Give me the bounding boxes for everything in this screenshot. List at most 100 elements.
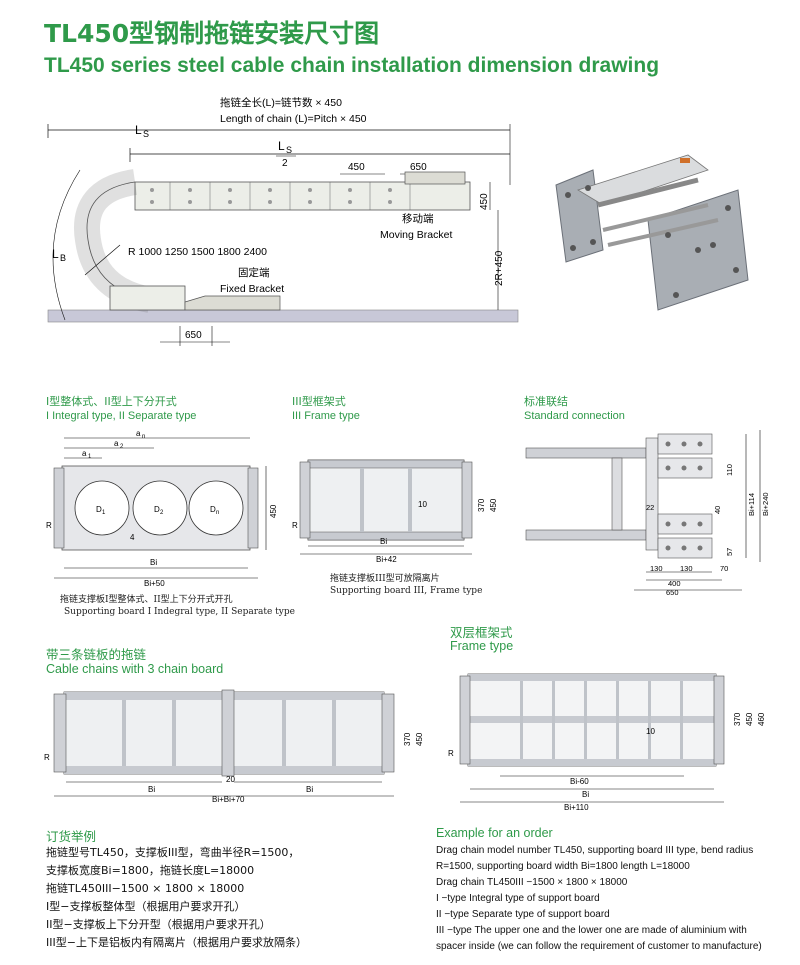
moving-bracket-cn: 移动端 — [402, 212, 434, 225]
dim-4: 4 — [130, 533, 135, 542]
dim-450: 450 — [745, 712, 754, 726]
dim-450-top: 450 — [348, 162, 365, 173]
hole-dn — [188, 480, 244, 536]
dim-370: 370 — [403, 732, 412, 746]
chain-lower-run — [109, 285, 186, 311]
dim-450: 450 — [269, 504, 278, 518]
order-en-line: Drag chain TL450III −1500 × 1800 × 18000 — [436, 877, 628, 888]
hole-d1 — [74, 480, 130, 536]
dim-10: 10 — [418, 500, 427, 509]
label-r: R — [448, 749, 454, 758]
dim-450: 450 — [489, 498, 498, 512]
moving-bracket-en: Moving Bracket — [380, 229, 452, 241]
dim-650: 650 — [666, 588, 679, 597]
label-d2-sub: 2 — [160, 510, 164, 516]
dim-bi-240: Bi+240 — [761, 492, 770, 516]
moving-bracket — [404, 171, 466, 185]
double-frame-drawing: 10 R 370 450 460 Bi-60 Bi Bi+110 — [448, 673, 766, 812]
type3-drawing: 10 R 370 450 Bi Bi+42 — [292, 459, 498, 564]
dim-bi: Bi — [150, 558, 157, 567]
fixed-bracket-en: Fixed Bracket — [220, 283, 284, 295]
dim-bi-left: Bi — [148, 785, 155, 794]
page-title-en: TL450 series steel cable chain installat… — [44, 54, 660, 77]
standard-title-en: Standard connection — [524, 410, 625, 422]
dim-20: 20 — [226, 775, 235, 784]
length-label-en: Length of chain (L)=Pitch × 450 — [220, 113, 367, 125]
dim-bi-114: Bi+114 — [747, 493, 756, 516]
order-en-line: Drag chain model number TL450, supportin… — [436, 845, 754, 856]
label-d1-sub: 1 — [102, 510, 106, 516]
dim-370: 370 — [477, 498, 486, 512]
dim-a2: a — [114, 439, 119, 448]
type1-title-en: I Integral type, II Separate type — [46, 410, 197, 422]
label-d2: D — [154, 505, 160, 514]
dim-a1-sub: 1 — [88, 454, 92, 460]
dim-bi: Bi — [582, 790, 589, 799]
ls-half-label: L — [278, 139, 285, 153]
label-dn: D — [210, 505, 216, 514]
fixed-bracket-cn: 固定端 — [238, 266, 270, 279]
dim-130-right: 130 — [680, 564, 693, 573]
order-en-block: Drag chain model number TL450, supportin… — [436, 843, 792, 955]
order-en-title: Example for an order — [436, 826, 553, 840]
dim-57: 57 — [725, 548, 734, 556]
dim-450: 450 — [415, 732, 424, 746]
double-frame-title-en: Frame type — [450, 639, 514, 653]
order-cn-block: 拖链型号TL450，支撑板III型，弯曲半径R=1500， 支撑板宽度Bi=18… — [46, 844, 307, 952]
type3-title-en: III Frame type — [292, 410, 360, 422]
type1-caption-en: Supporting board I Indegral type, II Sep… — [64, 607, 295, 617]
three-board-drawing: R 370 450 Bi 20 Bi Bi+Bi+70 — [44, 689, 424, 804]
dim-bi: Bi — [380, 537, 387, 546]
dim-bi-42: Bi+42 — [376, 555, 397, 564]
dim-bi-bi-70: Bi+Bi+70 — [212, 795, 245, 804]
order-cn-line: II型−支撑板上下分开型（根据用户要求开孔） — [46, 918, 271, 931]
dim-bi-50: Bi+50 — [144, 579, 165, 588]
order-cn-line: 支撑板宽度Bi=1800，拖链长度L=18000 — [46, 864, 255, 877]
type1-caption-cn: 拖链支撑板I型整体式、II型上下分开式开孔 — [60, 595, 233, 605]
dim-2r-450: 2R+450 — [494, 250, 505, 286]
dim-650-top: 650 — [410, 162, 427, 173]
dim-bi-110: Bi+110 — [564, 803, 589, 812]
dim-130-left: 130 — [650, 564, 663, 573]
ls-half-sub: S — [286, 145, 292, 155]
length-label-cn: 拖链全长(L)=链节数 × 450 — [220, 96, 342, 109]
type3-caption-en: Supporting board III, Frame type — [330, 586, 483, 596]
dim-an-sub: n — [142, 434, 145, 440]
dim-a2-sub: 2 — [120, 444, 124, 450]
frame-board-type3 — [307, 459, 465, 541]
type3-title-cn: III型框架式 — [292, 395, 346, 408]
page-title-cn: TL450型钢制拖链安装尺寸图 — [44, 19, 380, 48]
label-r: R — [46, 521, 52, 530]
order-en-line: R=1500, supporting board width Bi=1800 l… — [436, 861, 690, 872]
three-board-title-cn: 带三条链板的拖链 — [46, 647, 147, 662]
order-cn-line: 拖链型号TL450，支撑板III型，弯曲半径R=1500， — [46, 846, 300, 859]
dim-110: 110 — [725, 464, 734, 476]
dim-bi-60: Bi-60 — [570, 777, 589, 786]
radius-values: R 1000 1250 1500 1800 2400 — [128, 246, 267, 258]
dim-bi-right: Bi — [306, 785, 313, 794]
lb-label: L — [52, 247, 59, 261]
standard-connection-drawing: 110 22 40 57 Bi+114 Bi+240 130 130 70 40… — [525, 430, 770, 597]
hole-d2 — [132, 480, 188, 536]
type1-drawing: a n a 2 a 1 D 1 D 2 D n 4 R 450 Bi Bi+50 — [46, 429, 278, 588]
dim-460: 460 — [757, 712, 766, 726]
dim-450-side: 450 — [479, 193, 490, 210]
dim-22: 22 — [646, 503, 654, 512]
three-board-title-en: Cable chains with 3 chain board — [46, 662, 224, 676]
dim-400: 400 — [668, 579, 681, 588]
ls-half-den: 2 — [282, 158, 288, 169]
dim-10: 10 — [646, 727, 655, 736]
label-d1: D — [96, 505, 102, 514]
order-en-line: spacer inside (we can follow the require… — [436, 941, 762, 952]
type3-caption-cn: 拖链支撑板III型可放隔离片 — [330, 574, 440, 584]
dim-650-bottom: 650 — [185, 330, 202, 341]
double-frame-title-cn: 双层框架式 — [450, 625, 513, 640]
order-cn-line: III型−上下是铝板内有隔离片（根据用户要求放隔条） — [46, 936, 307, 949]
installation-drawing: 拖链全长(L)=链节数 × 450 Length of chain (L)=Pi… — [47, 96, 519, 346]
ls-label: L — [135, 123, 142, 137]
label-dn-sub: n — [216, 510, 219, 516]
label-r: R — [292, 521, 298, 530]
type1-title-cn: I型整体式、II型上下分开式 — [46, 395, 177, 408]
order-cn-line: 拖链TL450III−1500 × 1800 × 18000 — [46, 882, 245, 895]
chain-upper-run — [134, 181, 471, 211]
